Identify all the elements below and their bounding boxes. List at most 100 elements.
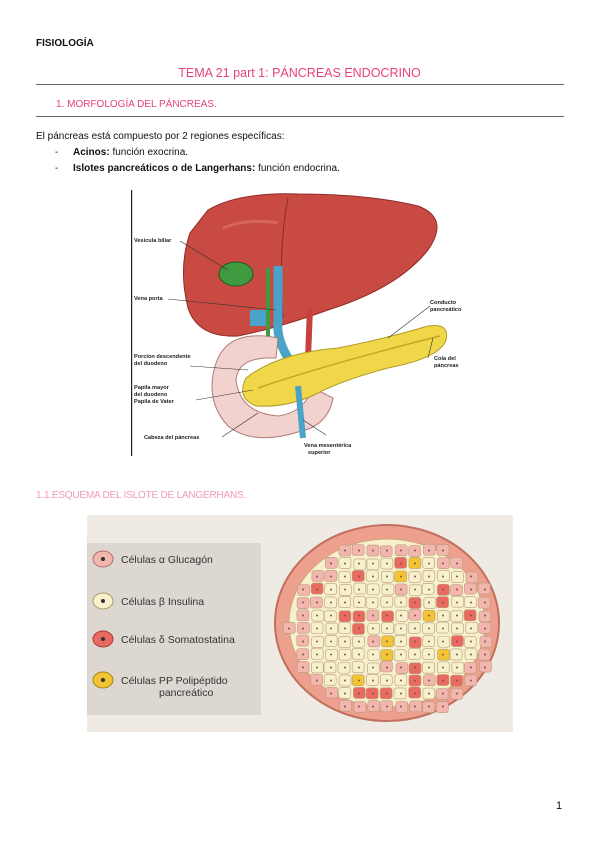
cell-nucleus [330, 653, 332, 656]
islet-cell [323, 674, 337, 686]
islet-cell [381, 610, 394, 623]
bullet-dash: - [55, 147, 59, 158]
cell-nucleus [414, 666, 416, 669]
cell-nucleus [414, 653, 416, 656]
cell-nucleus [386, 614, 388, 617]
legend-alpha: Células α Glucagón [121, 554, 213, 566]
vessel-segment [250, 310, 266, 326]
section-heading-islote: 1.1.ESQUEMA DEL ISLOTE DE LANGERHANS. [36, 490, 247, 501]
cell-nucleus [330, 692, 332, 695]
cell-nucleus [316, 588, 318, 591]
cell-nucleus [456, 588, 458, 591]
islet-cell [353, 558, 367, 571]
bullet-dash: - [55, 163, 59, 174]
cell-nucleus [358, 705, 360, 708]
cell-nucleus [386, 588, 388, 591]
cell-nucleus [414, 614, 416, 617]
page-number: 1 [556, 800, 563, 812]
cell-nucleus [414, 640, 416, 643]
cell-nucleus [456, 692, 458, 695]
cell-nucleus [386, 549, 388, 552]
cell-nucleus [316, 653, 318, 656]
cell-nucleus [428, 705, 430, 708]
cell-nucleus [456, 679, 458, 682]
cell-nucleus [400, 614, 402, 617]
cell-nucleus [372, 627, 374, 630]
cell-nucleus [316, 614, 318, 617]
cell-nucleus [484, 614, 486, 617]
cell-nucleus [442, 549, 444, 552]
desc-islotes: función endocrina. [255, 163, 340, 174]
cell-nucleus [442, 575, 444, 578]
label-mesenterica-1: Vena mesentérica [304, 443, 352, 449]
cell-nucleus [470, 575, 472, 578]
legend-delta: Células δ Somatostatina [121, 634, 235, 646]
islet-cell [353, 582, 367, 595]
cell-nucleus [484, 666, 486, 669]
cell-nucleus [484, 640, 486, 643]
cell-nucleus [344, 666, 346, 669]
cell-nucleus [484, 588, 486, 591]
cell-nucleus [414, 549, 416, 552]
subject-header: FISIOLOGÍA [36, 38, 94, 49]
cell-nucleus [456, 640, 458, 643]
cell-nucleus [442, 705, 444, 708]
cell-nucleus [372, 705, 374, 708]
cell-nucleus [316, 640, 318, 643]
cell-nucleus [456, 627, 458, 630]
artery-shape [305, 307, 313, 359]
cell-nucleus [344, 549, 346, 552]
cell-nucleus [428, 627, 430, 630]
cell-nucleus [428, 549, 430, 552]
cell-nucleus [442, 601, 444, 604]
gallbladder-shape [218, 261, 254, 287]
cell-nucleus [344, 640, 346, 643]
label-cola-1: Cola del [434, 356, 456, 362]
list-item-islotes: -Islotes pancreáticos o de Langerhans: f… [55, 163, 340, 174]
cell-nucleus [372, 692, 374, 695]
islet-cell [436, 621, 449, 634]
cell-nucleus [386, 679, 388, 682]
islet-cell [451, 595, 465, 608]
cell-nucleus [442, 653, 444, 656]
cell-nucleus [302, 640, 304, 643]
cell-nucleus [442, 679, 444, 682]
cell-nucleus [414, 627, 416, 630]
islet-cell [379, 545, 393, 558]
cell-nucleus [414, 601, 416, 604]
cell-nucleus [372, 588, 374, 591]
pancreas-anatomy-figure: Vesicula biliar Vena porta Porcion desce… [131, 190, 462, 456]
liver-highlight [222, 219, 279, 230]
cell-nucleus [344, 588, 346, 591]
cell-nucleus [456, 575, 458, 578]
cell-nucleus [456, 562, 458, 565]
cell-nucleus [456, 601, 458, 604]
islet-cell [464, 582, 477, 595]
islet-cell [323, 610, 337, 623]
cell-nucleus [428, 640, 430, 643]
islet-cell [325, 686, 339, 699]
label-cola-2: páncreas [434, 363, 459, 369]
cell-nucleus [400, 692, 402, 695]
cell-nucleus [442, 692, 444, 695]
cell-nucleus [372, 679, 374, 682]
cell-nucleus [372, 601, 374, 604]
cell-nucleus [428, 679, 430, 682]
label-vesicula: Vesicula biliar [134, 238, 172, 244]
cell-nucleus [428, 653, 430, 656]
cell-nucleus [456, 666, 458, 669]
cell-nucleus [344, 692, 346, 695]
label-papila-2: del duodeno [134, 392, 168, 398]
cell-nucleus [442, 588, 444, 591]
cell-nucleus [414, 679, 416, 682]
islet-cell [421, 583, 435, 595]
cell-nucleus [428, 562, 430, 565]
legend-swatches [92, 550, 114, 689]
cell-nucleus [428, 601, 430, 604]
cell-nucleus [442, 640, 444, 643]
cell-nucleus [386, 601, 388, 604]
islet-cell [367, 700, 381, 712]
section-divider [36, 116, 564, 117]
cell-nucleus [470, 640, 472, 643]
cell-nucleus [400, 575, 402, 578]
